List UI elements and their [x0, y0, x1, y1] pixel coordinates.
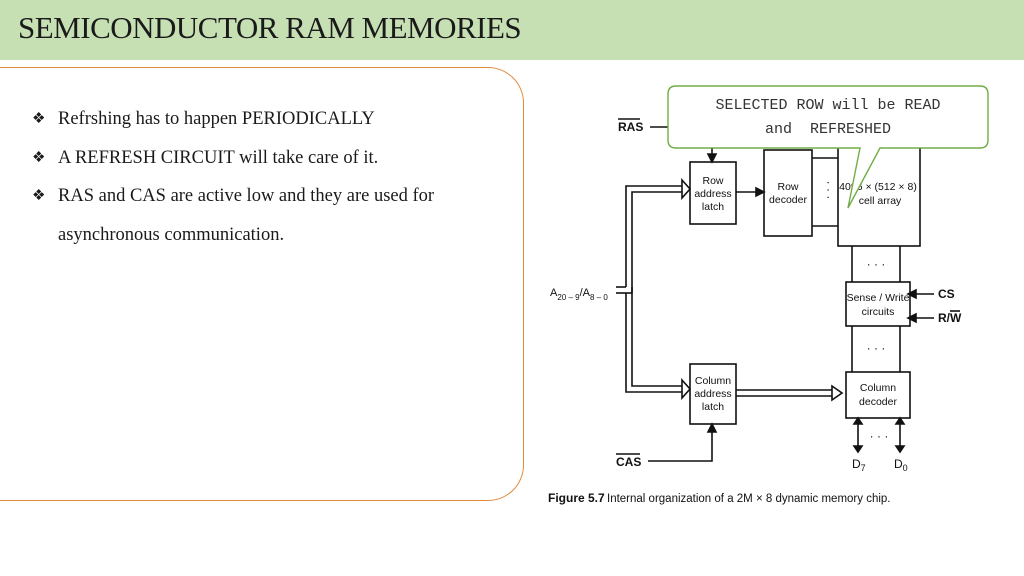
arrowhead — [894, 416, 906, 425]
col-latch-l3: latch — [702, 401, 724, 413]
bullet-item: ❖ A REFRESH CIRCUIT will take care of it… — [32, 139, 512, 178]
figure-caption-label: Figure 5.7 — [548, 491, 605, 505]
bus-arrowhead — [681, 377, 692, 401]
arrowhead — [894, 445, 906, 454]
slide-title: SEMICONDUCTOR RAM MEMORIES — [18, 10, 522, 45]
arrowhead — [906, 312, 917, 324]
sense-write-l1: Sense / Write — [847, 292, 910, 304]
col-decoder-l1: Column — [860, 382, 896, 394]
bullet-list: ❖ Refrshing has to happen PERIODICALLY ❖… — [32, 100, 512, 254]
cs-label: CS — [938, 287, 955, 301]
bus-ellipsis: · · · — [867, 341, 886, 355]
address-bus-to-col-inner — [631, 287, 684, 387]
dram-organization-diagram: RAS Row address latch Row decoder · · · … — [548, 85, 989, 505]
bullet-text: RAS and CAS are active low and they are … — [58, 186, 435, 245]
arrowhead — [755, 186, 766, 198]
cell-array-l2: cell array — [859, 195, 902, 207]
sense-write-box — [845, 281, 911, 327]
diamond-bullet-icon: ❖ — [32, 149, 46, 166]
column-address-latch-box — [689, 363, 737, 425]
arrowhead — [852, 445, 864, 454]
bus-ellipsis: · · · — [867, 257, 886, 271]
bus-arrowhead — [831, 384, 844, 402]
bullet-item: ❖ Refrshing has to happen PERIODICALLY — [32, 100, 512, 139]
col-latch-l1: Column — [695, 375, 731, 387]
row-decoder-l2: decoder — [769, 194, 807, 206]
row-decoder-l1: Row — [777, 181, 798, 193]
figure-caption-text: Internal organization of a 2M × 8 dynami… — [607, 493, 891, 505]
d7-label: D7 — [852, 457, 866, 473]
row-decoder-box — [763, 149, 813, 237]
address-bus-to-row-outer — [625, 185, 684, 287]
col-decoder-l2: decoder — [859, 396, 897, 408]
bus-ellipsis: · · · — [822, 181, 836, 200]
d0-label: D0 — [894, 457, 908, 473]
bullet-text: A REFRESH CIRCUIT will take care of it. — [58, 147, 379, 168]
rw-label: R/W — [938, 311, 962, 325]
address-bus-to-col-outer — [625, 293, 684, 393]
bus-arrowhead — [681, 177, 692, 201]
column-decoder-box — [845, 371, 911, 419]
diamond-bullet-icon: ❖ — [32, 188, 46, 204]
row-latch-l2: address — [694, 188, 731, 200]
cas-arrowhead — [706, 422, 718, 433]
address-bus-to-row-inner — [631, 191, 684, 293]
callout-line-2: and REFRESHED — [765, 121, 891, 138]
arrowhead — [852, 416, 864, 425]
ras-arrowhead — [706, 153, 718, 164]
cas-line — [648, 430, 713, 462]
callout-line-1: SELECTED ROW will be READ — [715, 97, 940, 114]
bullet-item: ❖ RAS and CAS are active low and they ar… — [32, 177, 512, 254]
content-card — [0, 67, 524, 501]
cas-label: CAS — [616, 455, 641, 469]
ras-label: RAS — [618, 120, 643, 134]
bullet-text: Refrshing has to happen PERIODICALLY — [58, 109, 375, 129]
diamond-bullet-icon: ❖ — [32, 111, 46, 127]
row-latch-l1: Row — [702, 175, 723, 187]
row-address-latch-box — [689, 161, 737, 225]
arrowhead — [906, 288, 917, 300]
row-latch-l3: latch — [702, 201, 724, 213]
col-latch-l2: address — [694, 388, 731, 400]
title-bar: SEMICONDUCTOR RAM MEMORIES — [0, 0, 1024, 60]
sense-write-l2: circuits — [862, 306, 895, 318]
address-label: A20 – 9/A8 – 0 — [550, 287, 608, 302]
bus-ellipsis: · · · — [870, 429, 889, 443]
callout-bubble — [667, 85, 989, 209]
